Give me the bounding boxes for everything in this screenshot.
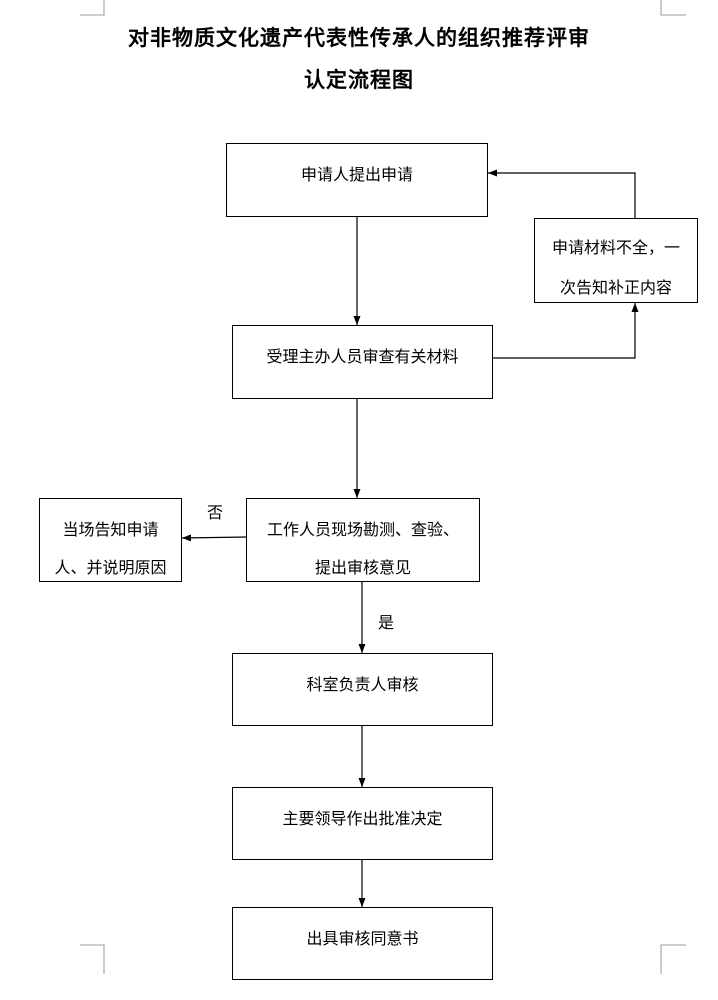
page-title-line1: 对非物质文化遗产代表性传承人的组织推荐评审 bbox=[128, 25, 590, 50]
node-issue-certificate: 出具审核同意书 bbox=[232, 907, 493, 980]
crop-mark-top-left bbox=[80, 0, 105, 16]
page-title-line2: 认定流程图 bbox=[304, 67, 414, 92]
edge-label-no: 否 bbox=[207, 503, 224, 522]
crop-mark-top-right bbox=[660, 0, 686, 16]
node-issue-label: 出具审核同意书 bbox=[306, 929, 419, 948]
node-apply-label: 申请人提出申请 bbox=[300, 165, 413, 184]
node-leader-decision: 主要领导作出批准决定 bbox=[232, 787, 493, 860]
node-apply: 申请人提出申请 bbox=[226, 143, 488, 217]
node-dept-review: 科室负责人审核 bbox=[232, 653, 493, 726]
node-inspect-label-line1: 工作人员现场勘测、查验、 bbox=[266, 520, 459, 539]
arrow-incomplete-to-apply bbox=[488, 169, 636, 219]
node-incomplete-label-line2: 次告知补正内容 bbox=[559, 278, 672, 297]
node-inspect-label-line2: 提出审核意见 bbox=[314, 558, 411, 577]
crop-mark-bottom-right bbox=[660, 944, 686, 974]
node-site-inspection: 工作人员现场勘测、查验、 提出审核意见 bbox=[246, 498, 480, 582]
arrow-inspect-to-reject bbox=[181, 534, 248, 542]
arrow-review-to-incomplete bbox=[493, 303, 639, 359]
node-leader-label: 主要领导作出批准决定 bbox=[282, 809, 443, 828]
node-reject-label-line2: 人、并说明原因 bbox=[54, 558, 167, 577]
node-dept-label: 科室负责人审核 bbox=[306, 675, 419, 694]
node-review-label: 受理主办人员审查有关材料 bbox=[266, 347, 459, 366]
crop-mark-bottom-left bbox=[80, 944, 105, 974]
node-incomplete-materials: 申请材料不全，一 次告知补正内容 bbox=[534, 218, 698, 303]
edge-label-yes: 是 bbox=[378, 613, 395, 632]
node-reject-label-line1: 当场告知申请 bbox=[62, 520, 159, 539]
node-incomplete-label-line1: 申请材料不全，一 bbox=[551, 238, 680, 257]
node-reject-notice: 当场告知申请 人、并说明原因 bbox=[39, 498, 182, 582]
node-review-materials: 受理主办人员审查有关材料 bbox=[232, 325, 493, 399]
